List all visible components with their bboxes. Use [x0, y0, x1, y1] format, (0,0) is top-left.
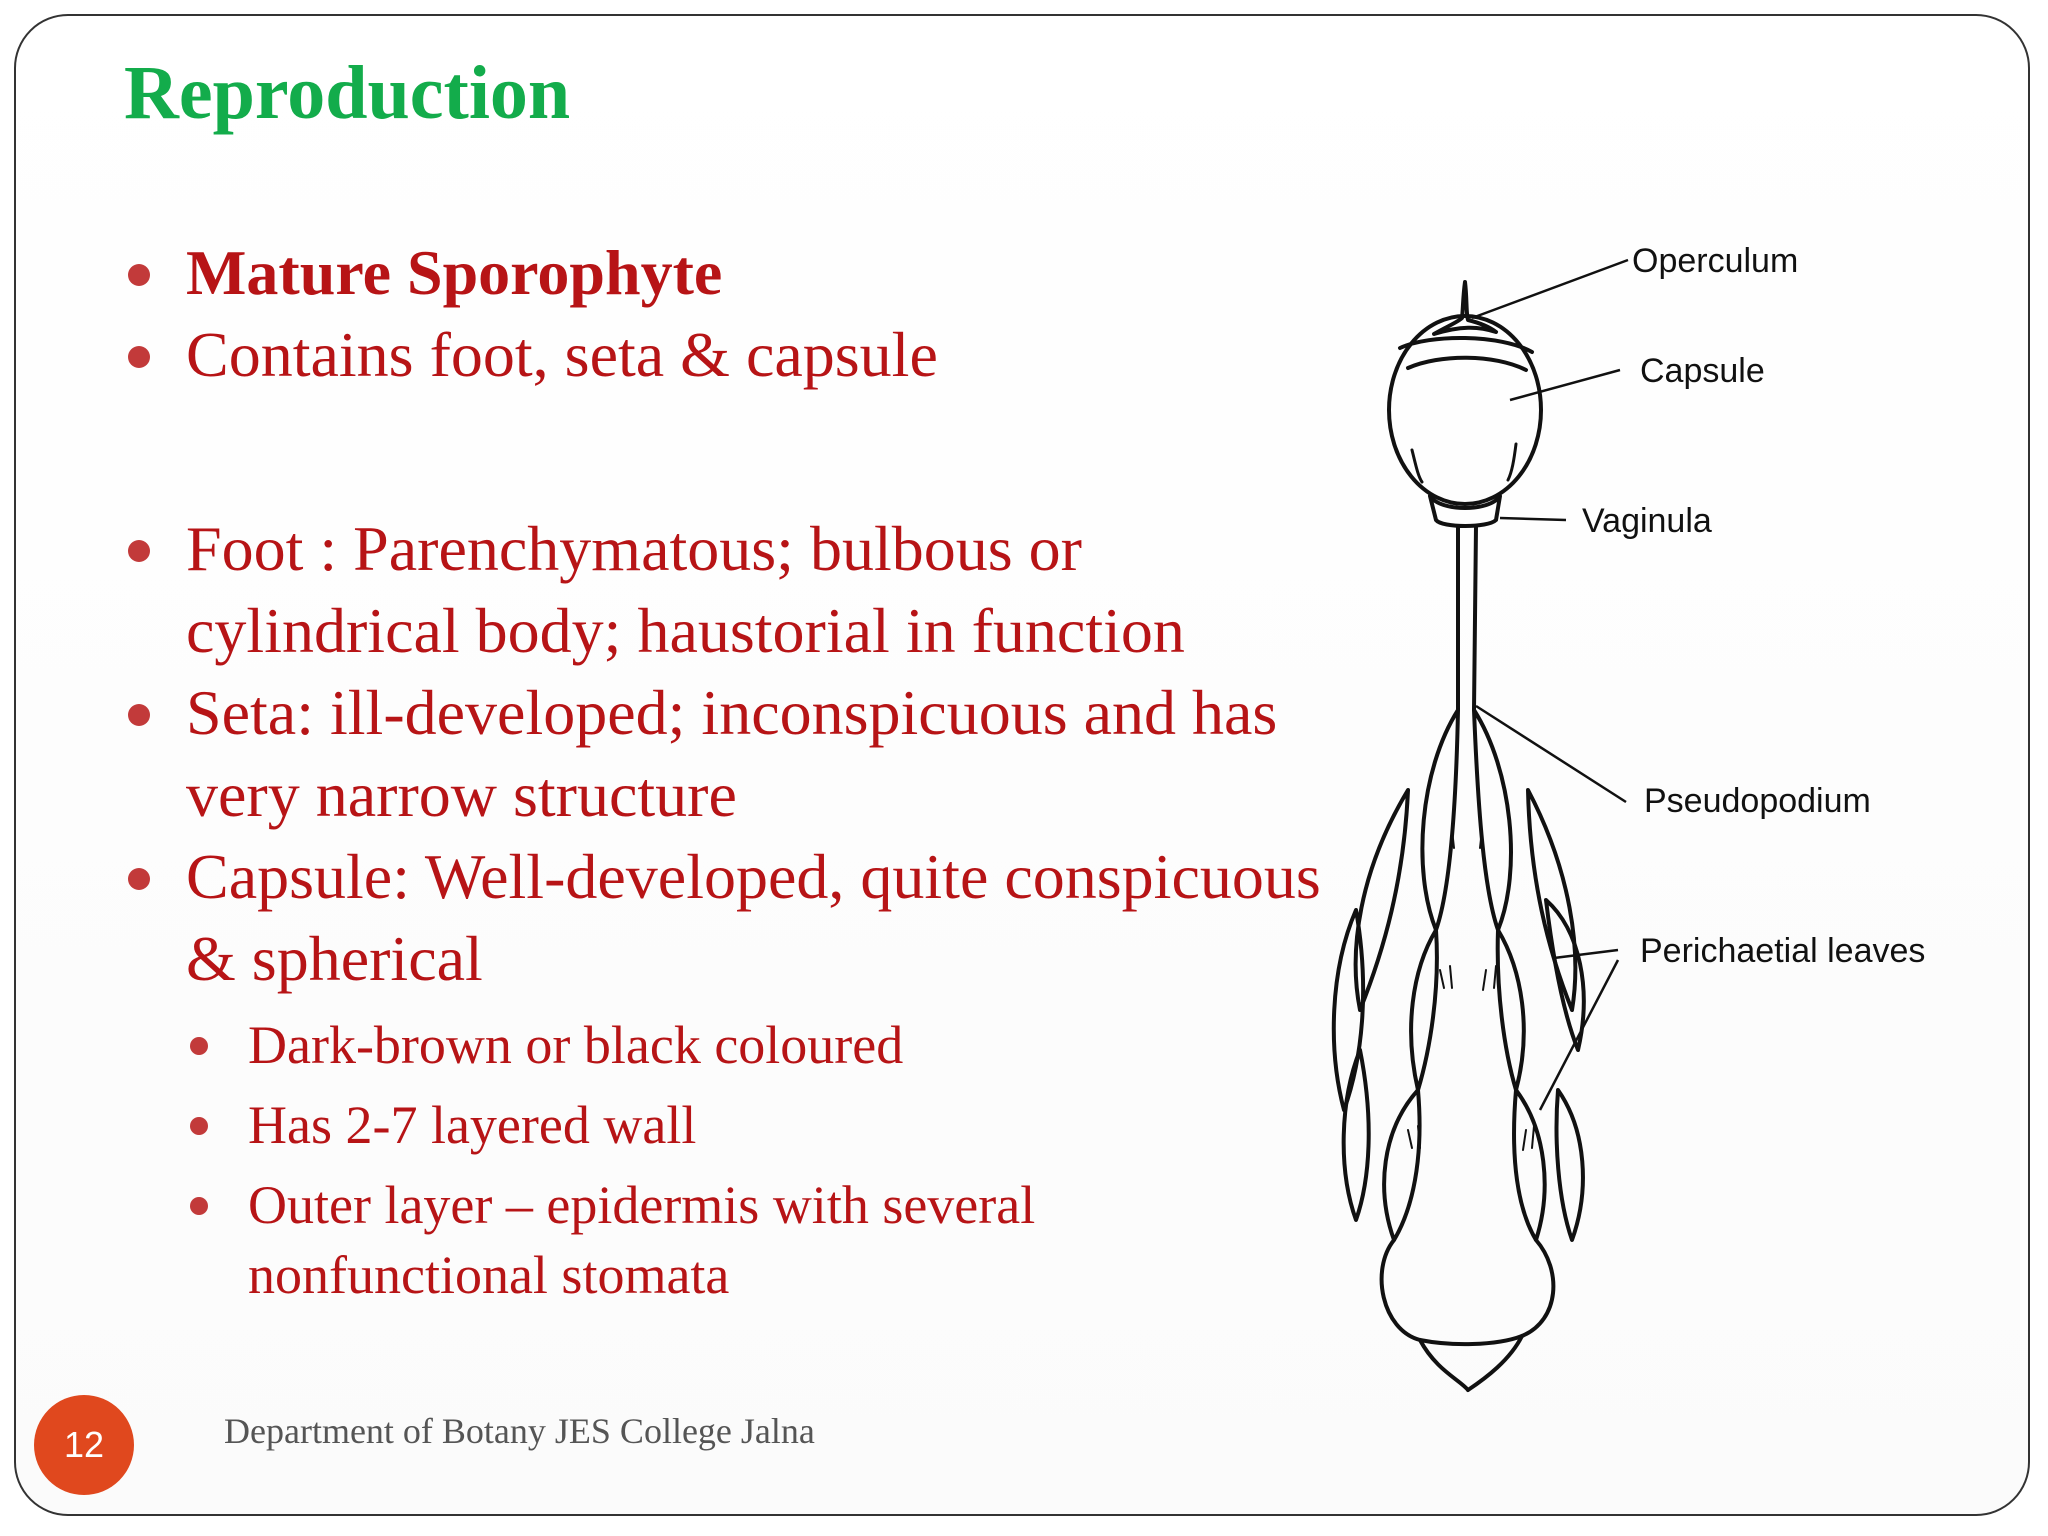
sub-bullet-colour: Dark-brown or black coloured — [186, 1010, 1344, 1080]
label-capsule: Capsule — [1640, 352, 1765, 390]
label-perichaetial-leaves: Perichaetial leaves — [1640, 932, 1925, 970]
operculum-drawing — [1432, 280, 1498, 336]
seta-drawing — [1456, 524, 1478, 712]
label-operculum: Operculum — [1632, 242, 1798, 280]
bullet-mature-sporophyte: Mature Sporophyte — [124, 232, 1344, 314]
capsule-sub-list: Dark-brown or black coloured Has 2-7 lay… — [186, 1010, 1344, 1310]
bullet-contains: Contains foot, seta & capsule — [124, 314, 1344, 396]
vaginula-drawing — [1428, 494, 1502, 528]
slide-frame — [14, 14, 2030, 1516]
bullet-list: Mature Sporophyte Contains foot, seta & … — [124, 232, 1344, 1310]
bullet-foot: Foot : Parenchymatous; bulbous or cylind… — [124, 508, 1344, 672]
bullet-capsule: Capsule: Well-developed, quite conspicuo… — [124, 836, 1344, 1310]
sub-bullet-wall: Has 2-7 layered wall — [186, 1090, 1344, 1160]
page-number-badge: 12 — [34, 1395, 134, 1495]
label-vaginula: Vaginula — [1582, 502, 1712, 540]
sub-bullet-outer-layer: Outer layer – epidermis with several non… — [186, 1170, 1344, 1310]
perichaetial-leaves-drawing — [1353, 788, 1410, 1012]
slide-title: Reproduction — [124, 51, 571, 135]
capsule-drawing — [1387, 314, 1543, 506]
footer-text: Department of Botany JES College Jalna — [224, 1411, 815, 1451]
sporophyte-diagram: Operculum Capsule Vaginula Pseudopodium … — [1331, 242, 1925, 1392]
bullet-seta: Seta: ill-developed; inconspicuous and h… — [124, 672, 1344, 836]
bullet-capsule-text: Capsule: Well-developed, quite conspicuo… — [186, 841, 1321, 994]
label-pseudopodium: Pseudopodium — [1644, 782, 1871, 820]
